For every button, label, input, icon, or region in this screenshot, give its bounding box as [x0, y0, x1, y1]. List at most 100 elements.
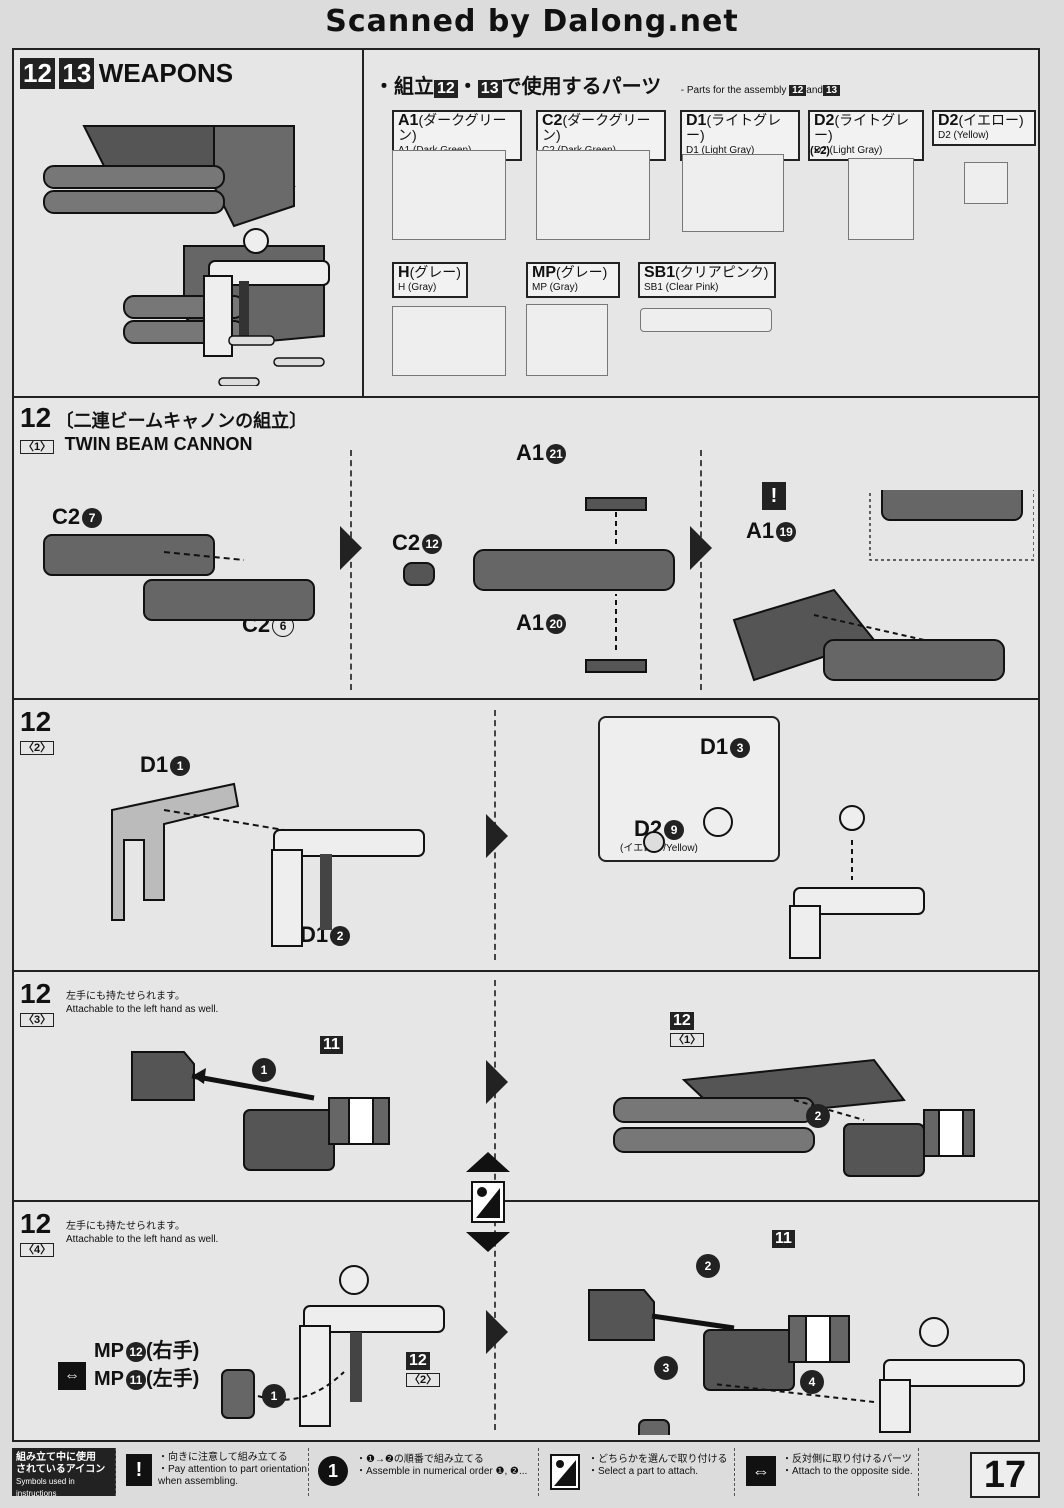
divider-header — [362, 50, 364, 396]
part-jp: (ライトグレー) — [814, 112, 910, 143]
part-jp: (ダークグリーン) — [542, 112, 651, 143]
ref-step-12-2: 12 〈2〉 — [406, 1352, 441, 1388]
parts-heading-en-a: 12 — [789, 85, 807, 96]
part-jp: (イエロー) — [958, 112, 1024, 128]
part-code: C2 — [542, 112, 563, 129]
legend-en: ・Select a part to attach. — [588, 1466, 699, 1477]
divider-step3 — [14, 1200, 1038, 1202]
part-en: MP (Gray) — [532, 282, 578, 293]
parts-heading-en-and: and — [806, 85, 823, 96]
ref-step-11: 11 — [772, 1230, 795, 1248]
label-part: A1 — [516, 610, 545, 635]
order-1-badge: 1 — [262, 1384, 286, 1408]
step3-note-en: Attachable to the left hand as well. — [66, 1004, 219, 1015]
part-jp: (クリアピンク) — [675, 264, 769, 280]
step4-diagram — [221, 1265, 1025, 1435]
part-code: D2 — [814, 112, 835, 129]
legend-jp: ・どちらかを選んで取り付ける — [588, 1454, 728, 1465]
runner-d1 — [682, 154, 784, 232]
weapons-header: 12 13 WEAPONS — [20, 58, 233, 89]
label-num: 7 — [82, 508, 103, 529]
runner-mp — [526, 304, 608, 376]
divider-step2 — [14, 970, 1038, 972]
part-en: D2 (Light Gray) — [814, 145, 883, 156]
next-arrow — [486, 1060, 508, 1104]
part-code: A1 — [398, 112, 419, 129]
step-number-13: 13 — [59, 58, 95, 89]
step1-number: 12 — [20, 402, 52, 433]
label-part: D1 — [700, 734, 729, 759]
legend-title-jp2: されているアイコン — [16, 1464, 106, 1475]
runner-sb1 — [640, 308, 772, 332]
divider-step1-b — [700, 450, 702, 690]
label-num: 2 — [330, 926, 351, 947]
caution-icon: ! — [762, 482, 786, 510]
part-jp: (ダークグリーン) — [398, 112, 507, 143]
runner-c2 — [536, 150, 650, 240]
runner-a1 — [392, 150, 506, 240]
order-1-badge: 1 — [252, 1058, 276, 1082]
order-4-badge: 4 — [800, 1370, 824, 1394]
part-code: MP — [532, 264, 556, 281]
next-arrow — [690, 526, 712, 570]
part-count: (×2) — [810, 145, 830, 157]
part-jp: (ライトグレー) — [686, 112, 782, 143]
order-2-badge: 2 — [696, 1254, 720, 1278]
page-title: WEAPONS — [98, 58, 234, 88]
label-part: A1 — [746, 518, 775, 543]
next-arrow — [486, 1310, 508, 1354]
runner-d2-yellow — [964, 162, 1008, 204]
part-tag-d1: D1(ライトグレー)D1 (Light Gray) — [680, 110, 800, 161]
step1-diagram — [43, 490, 1034, 682]
caution-icon: ! — [126, 1454, 152, 1486]
step2-substep: 〈2〉 — [20, 741, 55, 755]
part-tag-d2-yellow: D2(イエロー)D2 (Yellow) — [932, 110, 1036, 146]
part-tag-h: H(グレー)H (Gray) — [392, 262, 468, 298]
select-part-icon — [550, 1454, 580, 1490]
legend-opposite: ⇔ ・反対側に取り付けるパーツ ・Attach to the opposite … — [740, 1448, 919, 1496]
step1-subheader: 〈1〉 TWIN BEAM CANNON — [20, 434, 253, 455]
legend-title-en: Symbols used in instructions — [16, 1477, 75, 1498]
label-part: MP — [94, 1368, 124, 1390]
select-part-icon — [466, 1152, 510, 1252]
step2-number: 12 — [20, 706, 52, 737]
part-code: SB1 — [644, 264, 676, 281]
step4-note: 左手にも持たせられます。 Attachable to the left hand… — [66, 1220, 218, 1246]
parts-heading-prefix: ・組立 — [374, 76, 434, 98]
step3-note: 左手にも持たせられます。 Attachable to the left hand… — [66, 990, 218, 1016]
label-num: 1 — [170, 756, 191, 777]
label-num: 12 — [126, 1341, 146, 1362]
step1-header: 12 〔二連ビームキャノンの組立〕 — [20, 402, 307, 434]
detail-callout — [598, 716, 780, 862]
page-number: 17 — [970, 1452, 1040, 1498]
divider-top — [14, 396, 1038, 398]
divider-step1 — [14, 698, 1038, 700]
legend-en: ・Pay attention to part orientation — [158, 1464, 307, 1475]
part-en: SB1 (Clear Pink) — [644, 282, 719, 293]
label-part: D1 — [140, 752, 169, 777]
part-en: D2 (Yellow) — [938, 130, 989, 141]
step4-note-en: Attachable to the left hand as well. — [66, 1234, 219, 1245]
order-2-badge: 2 — [806, 1104, 830, 1128]
step4-substep: 〈4〉 — [20, 1243, 55, 1257]
legend-en2: when assembling. — [158, 1476, 239, 1487]
ref-step-sub: 〈2〉 — [406, 1373, 441, 1387]
step1-title-jp: 〔二連ビームキャノンの組立〕 — [55, 411, 308, 431]
part-en: D1 (Light Gray) — [686, 145, 755, 156]
label-side: (左手) — [146, 1368, 200, 1390]
next-arrow — [486, 814, 508, 858]
part-tag-d2-gray: D2(ライトグレー) D2 (Light Gray) — [808, 110, 924, 161]
parts-heading-suffix: で使用するパーツ — [501, 76, 662, 98]
step4-note-jp: 左手にも持たせられます。 — [66, 1221, 185, 1232]
label-part: MP — [94, 1340, 124, 1362]
label-num: 9 — [664, 820, 685, 841]
legend-title: 組み立て中に使用 されているアイコン Symbols used in instr… — [12, 1448, 116, 1498]
part-jp: (グレー) — [556, 264, 608, 280]
parts-heading-en-text: - Parts for the assembly — [680, 85, 787, 96]
opposite-side-icon: ⇔ — [58, 1362, 86, 1390]
